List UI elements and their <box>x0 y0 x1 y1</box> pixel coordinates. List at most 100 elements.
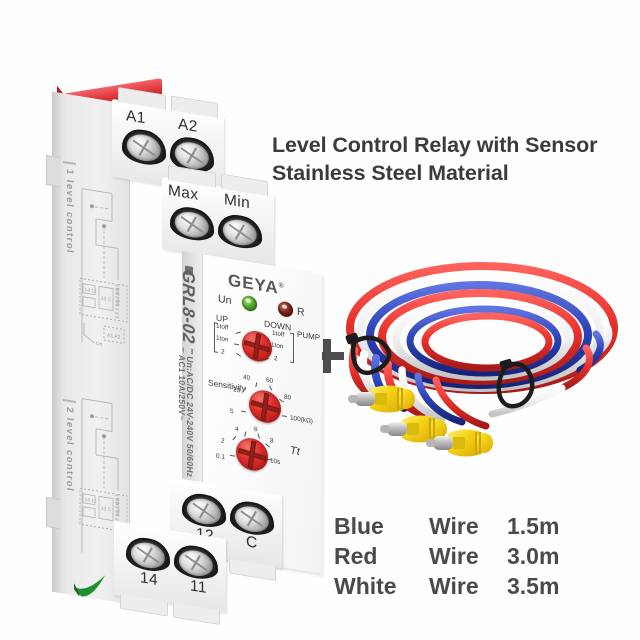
sensitivity-tick-80: 80 <box>284 393 292 402</box>
sensitivity-knob[interactable] <box>249 387 281 426</box>
registered-trademark-icon: ® <box>278 282 285 291</box>
wire-word: Wire <box>429 513 479 539</box>
terminal-label-min: Min <box>224 190 251 213</box>
terminal-well-max[interactable] <box>170 204 214 244</box>
dial-tick <box>244 431 247 437</box>
wiring-schematic-two-level: 14 11 12 C Max Min <box>78 392 128 585</box>
wire-length: 3.5m <box>507 572 560 599</box>
din-mount-notch-bottom <box>46 496 60 530</box>
model-number-side: GRL8-02 <box>179 268 198 346</box>
green-check-icon <box>74 567 108 603</box>
slot <box>120 593 168 617</box>
led-highlight <box>246 298 251 304</box>
dial-label-tt: Tt <box>290 444 300 459</box>
time-tick-2: 2 <box>221 437 225 445</box>
dial-tick <box>268 385 273 391</box>
rating-contact: AC1 10A/250V~ <box>176 354 187 422</box>
cable-tie <box>496 358 535 409</box>
terminal-bottom-slots <box>120 593 220 626</box>
din-mount-notch-top <box>46 154 60 188</box>
sensor-connector <box>348 385 415 413</box>
terminal-screw-12[interactable] <box>186 495 222 527</box>
svg-text:A1 A2: A1 A2 <box>107 333 121 341</box>
svg-text:Max Min: Max Min <box>116 287 122 307</box>
svg-text:Max Min: Max Min <box>116 497 122 517</box>
svg-text:12 C: 12 C <box>101 296 112 304</box>
dial-tick <box>241 410 246 413</box>
sensor-connector <box>380 415 447 443</box>
wire-length: 1.5m <box>507 513 560 539</box>
svg-text:Un: Un <box>96 341 103 348</box>
mode-selector-knob[interactable] <box>242 328 272 364</box>
terminal-block-sensor: Max Min <box>162 164 274 268</box>
time-tick-0-1: 0.1 <box>216 452 225 461</box>
sensitivity-tick-20: 20 <box>233 386 241 395</box>
wire-spec-row: Red Wire 3.0m <box>334 542 597 572</box>
svg-text:14 11: 14 11 <box>85 497 97 505</box>
power-led <box>242 294 257 313</box>
led-label-r: R <box>297 305 305 319</box>
terminal-well-14[interactable] <box>126 534 170 574</box>
symbol-ac: ∼ <box>178 346 186 354</box>
led-highlight <box>282 304 287 310</box>
terminal-screw-c[interactable] <box>234 503 270 535</box>
terminal-well-11[interactable] <box>174 542 218 582</box>
terminal-well-min[interactable] <box>218 212 262 252</box>
brand-logo: GEYA® <box>228 270 285 299</box>
terminal-label-max: Max <box>168 181 199 204</box>
terminal-well-a1[interactable] <box>122 126 166 168</box>
dial-tick <box>232 436 237 441</box>
mode-option-up-2: 2 <box>221 348 225 356</box>
headline-line-1: Level Control Relay with Sensor <box>272 133 598 157</box>
page-title: Level Control Relay with Sensor Stainles… <box>272 132 640 188</box>
wire-spec-row: Blue Wire 1.5m <box>334 512 597 542</box>
wire-color: White <box>334 572 397 599</box>
svg-text:14 11: 14 11 <box>85 287 97 295</box>
terminal-label-11: 11 <box>190 577 207 597</box>
wiring-schematic-one-level: 14 11 12 C Max Min Un A1 A2 <box>78 182 128 375</box>
wire-color: Blue <box>334 513 384 539</box>
slot <box>172 602 220 626</box>
terminal-screw-11[interactable] <box>178 547 214 579</box>
side-label-one-level-control: 1 level control <box>64 168 75 255</box>
terminal-screw-max[interactable] <box>174 209 210 240</box>
terminal-screw-14[interactable] <box>130 539 166 571</box>
terminal-label-a2: A2 <box>178 115 198 136</box>
wire-length: 3.0m <box>507 542 560 569</box>
wire-word: Wire <box>429 542 479 569</box>
dial-header-pump: PUMP <box>297 329 321 343</box>
slot <box>228 558 276 582</box>
wire-color: Red <box>334 542 378 569</box>
time-tick-8: 8 <box>270 437 274 445</box>
terminal-label-a1: A1 <box>126 107 146 128</box>
plus-icon <box>310 339 344 373</box>
led-label-un: Un <box>218 292 232 308</box>
dial-tick <box>234 343 239 346</box>
sensitivity-tick-60: 60 <box>266 376 274 385</box>
mode-option-down-2: 2 <box>274 354 278 363</box>
brand-name: GEYA <box>228 270 279 298</box>
terminal-well-12[interactable] <box>182 490 226 530</box>
svg-text:12 C: 12 C <box>101 506 112 514</box>
sensitivity-tick-100: 100(kΩ) <box>290 414 313 426</box>
wire-spec-row: White Wire 3.5m <box>334 572 597 602</box>
dial-tick <box>282 415 287 418</box>
headline-line-2: Stainless Steel Material <box>272 160 509 185</box>
bracket-down <box>290 332 294 364</box>
mode-option-down-1ton: 1ton <box>271 341 284 351</box>
sensor-wire-harness <box>330 238 640 506</box>
level-control-relay: 1 level control 2 level control <box>46 78 322 626</box>
terminal-well-c[interactable] <box>230 498 274 538</box>
time-tick-4: 4 <box>235 425 239 434</box>
time-delay-knob[interactable] <box>236 435 268 473</box>
sensor-connector <box>426 429 493 457</box>
mode-option-down-1toff: 1toff <box>272 329 285 339</box>
terminal-label-c: C <box>246 533 258 553</box>
terminal-screw-min[interactable] <box>222 216 258 248</box>
terminal-screw-a1[interactable] <box>126 131 162 164</box>
dial-tick <box>235 352 242 358</box>
time-tick-6: 6 <box>254 425 258 434</box>
symbol-ac-dc: ⎓ <box>188 348 195 355</box>
wire-spec-list: Blue Wire 1.5m Red Wire 3.0m White Wire … <box>334 512 597 602</box>
